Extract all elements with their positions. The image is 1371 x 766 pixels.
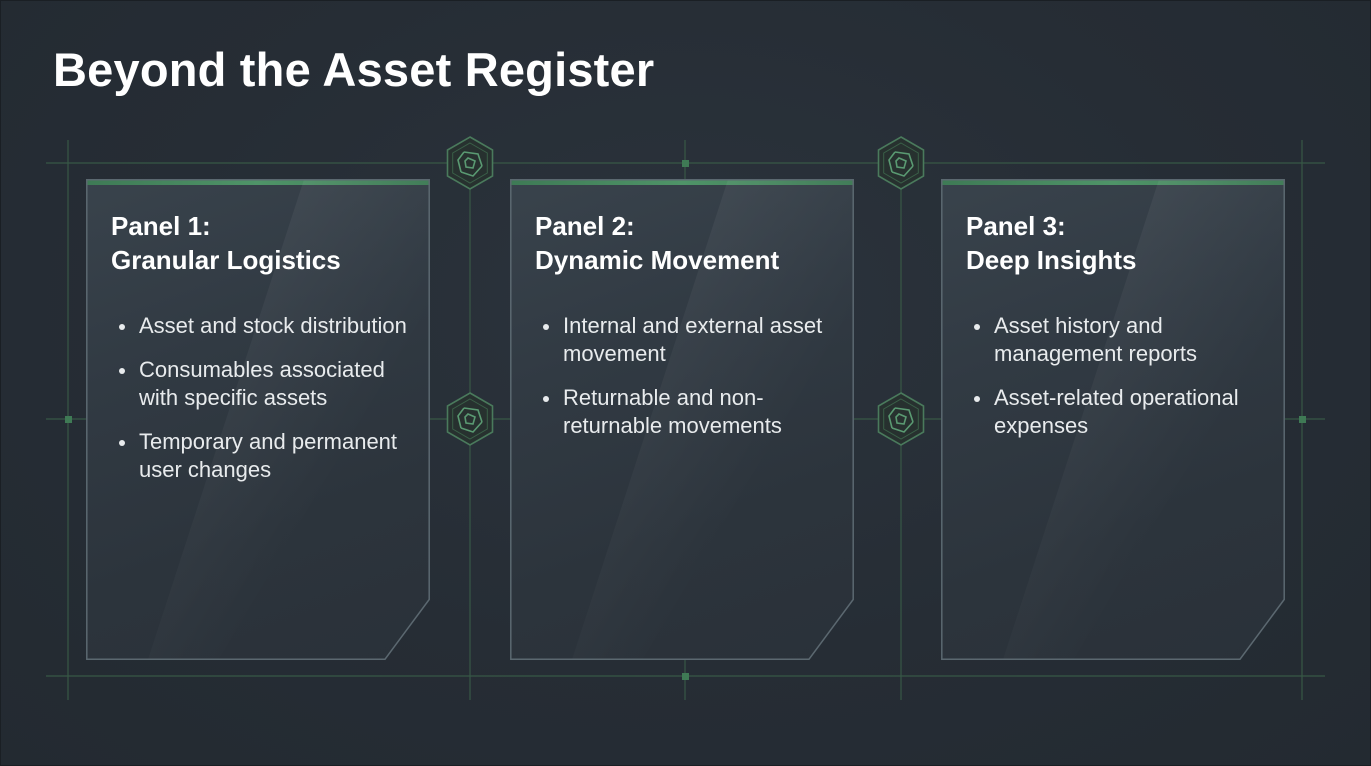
- panel-title: Dynamic Movement: [535, 245, 780, 275]
- list-item: Returnable and non-returnable movements: [543, 384, 843, 440]
- panel-deep-insights: Panel 3: Deep Insights Asset history and…: [941, 179, 1285, 660]
- bullet-list: Internal and external asset movement Ret…: [543, 312, 843, 456]
- panel-heading: Panel 2: Dynamic Movement: [535, 209, 845, 277]
- panel-title: Deep Insights: [966, 245, 1137, 275]
- list-item: Asset and stock distribution: [119, 312, 419, 340]
- panel-title: Granular Logistics: [111, 245, 341, 275]
- panel-number: Panel 2:: [535, 211, 635, 241]
- panel-number: Panel 1:: [111, 211, 211, 241]
- panel-dynamic-movement: Panel 2: Dynamic Movement Internal and e…: [510, 179, 854, 660]
- list-item: Asset-related operational expenses: [974, 384, 1274, 440]
- bullet-list: Asset and stock distribution Consumables…: [119, 312, 419, 500]
- slide-title: Beyond the Asset Register: [53, 43, 655, 96]
- list-item: Temporary and permanent user changes: [119, 428, 419, 484]
- list-item: Asset history and management reports: [974, 312, 1274, 368]
- bullet-list: Asset history and management reports Ass…: [974, 312, 1274, 456]
- list-item: Consumables associated with specific ass…: [119, 356, 419, 412]
- panel-heading: Panel 1: Granular Logistics: [111, 209, 421, 277]
- panel-number: Panel 3:: [966, 211, 1066, 241]
- panel-heading: Panel 3: Deep Insights: [966, 209, 1276, 277]
- panel-granular-logistics: Panel 1: Granular Logistics Asset and st…: [86, 179, 430, 660]
- list-item: Internal and external asset movement: [543, 312, 843, 368]
